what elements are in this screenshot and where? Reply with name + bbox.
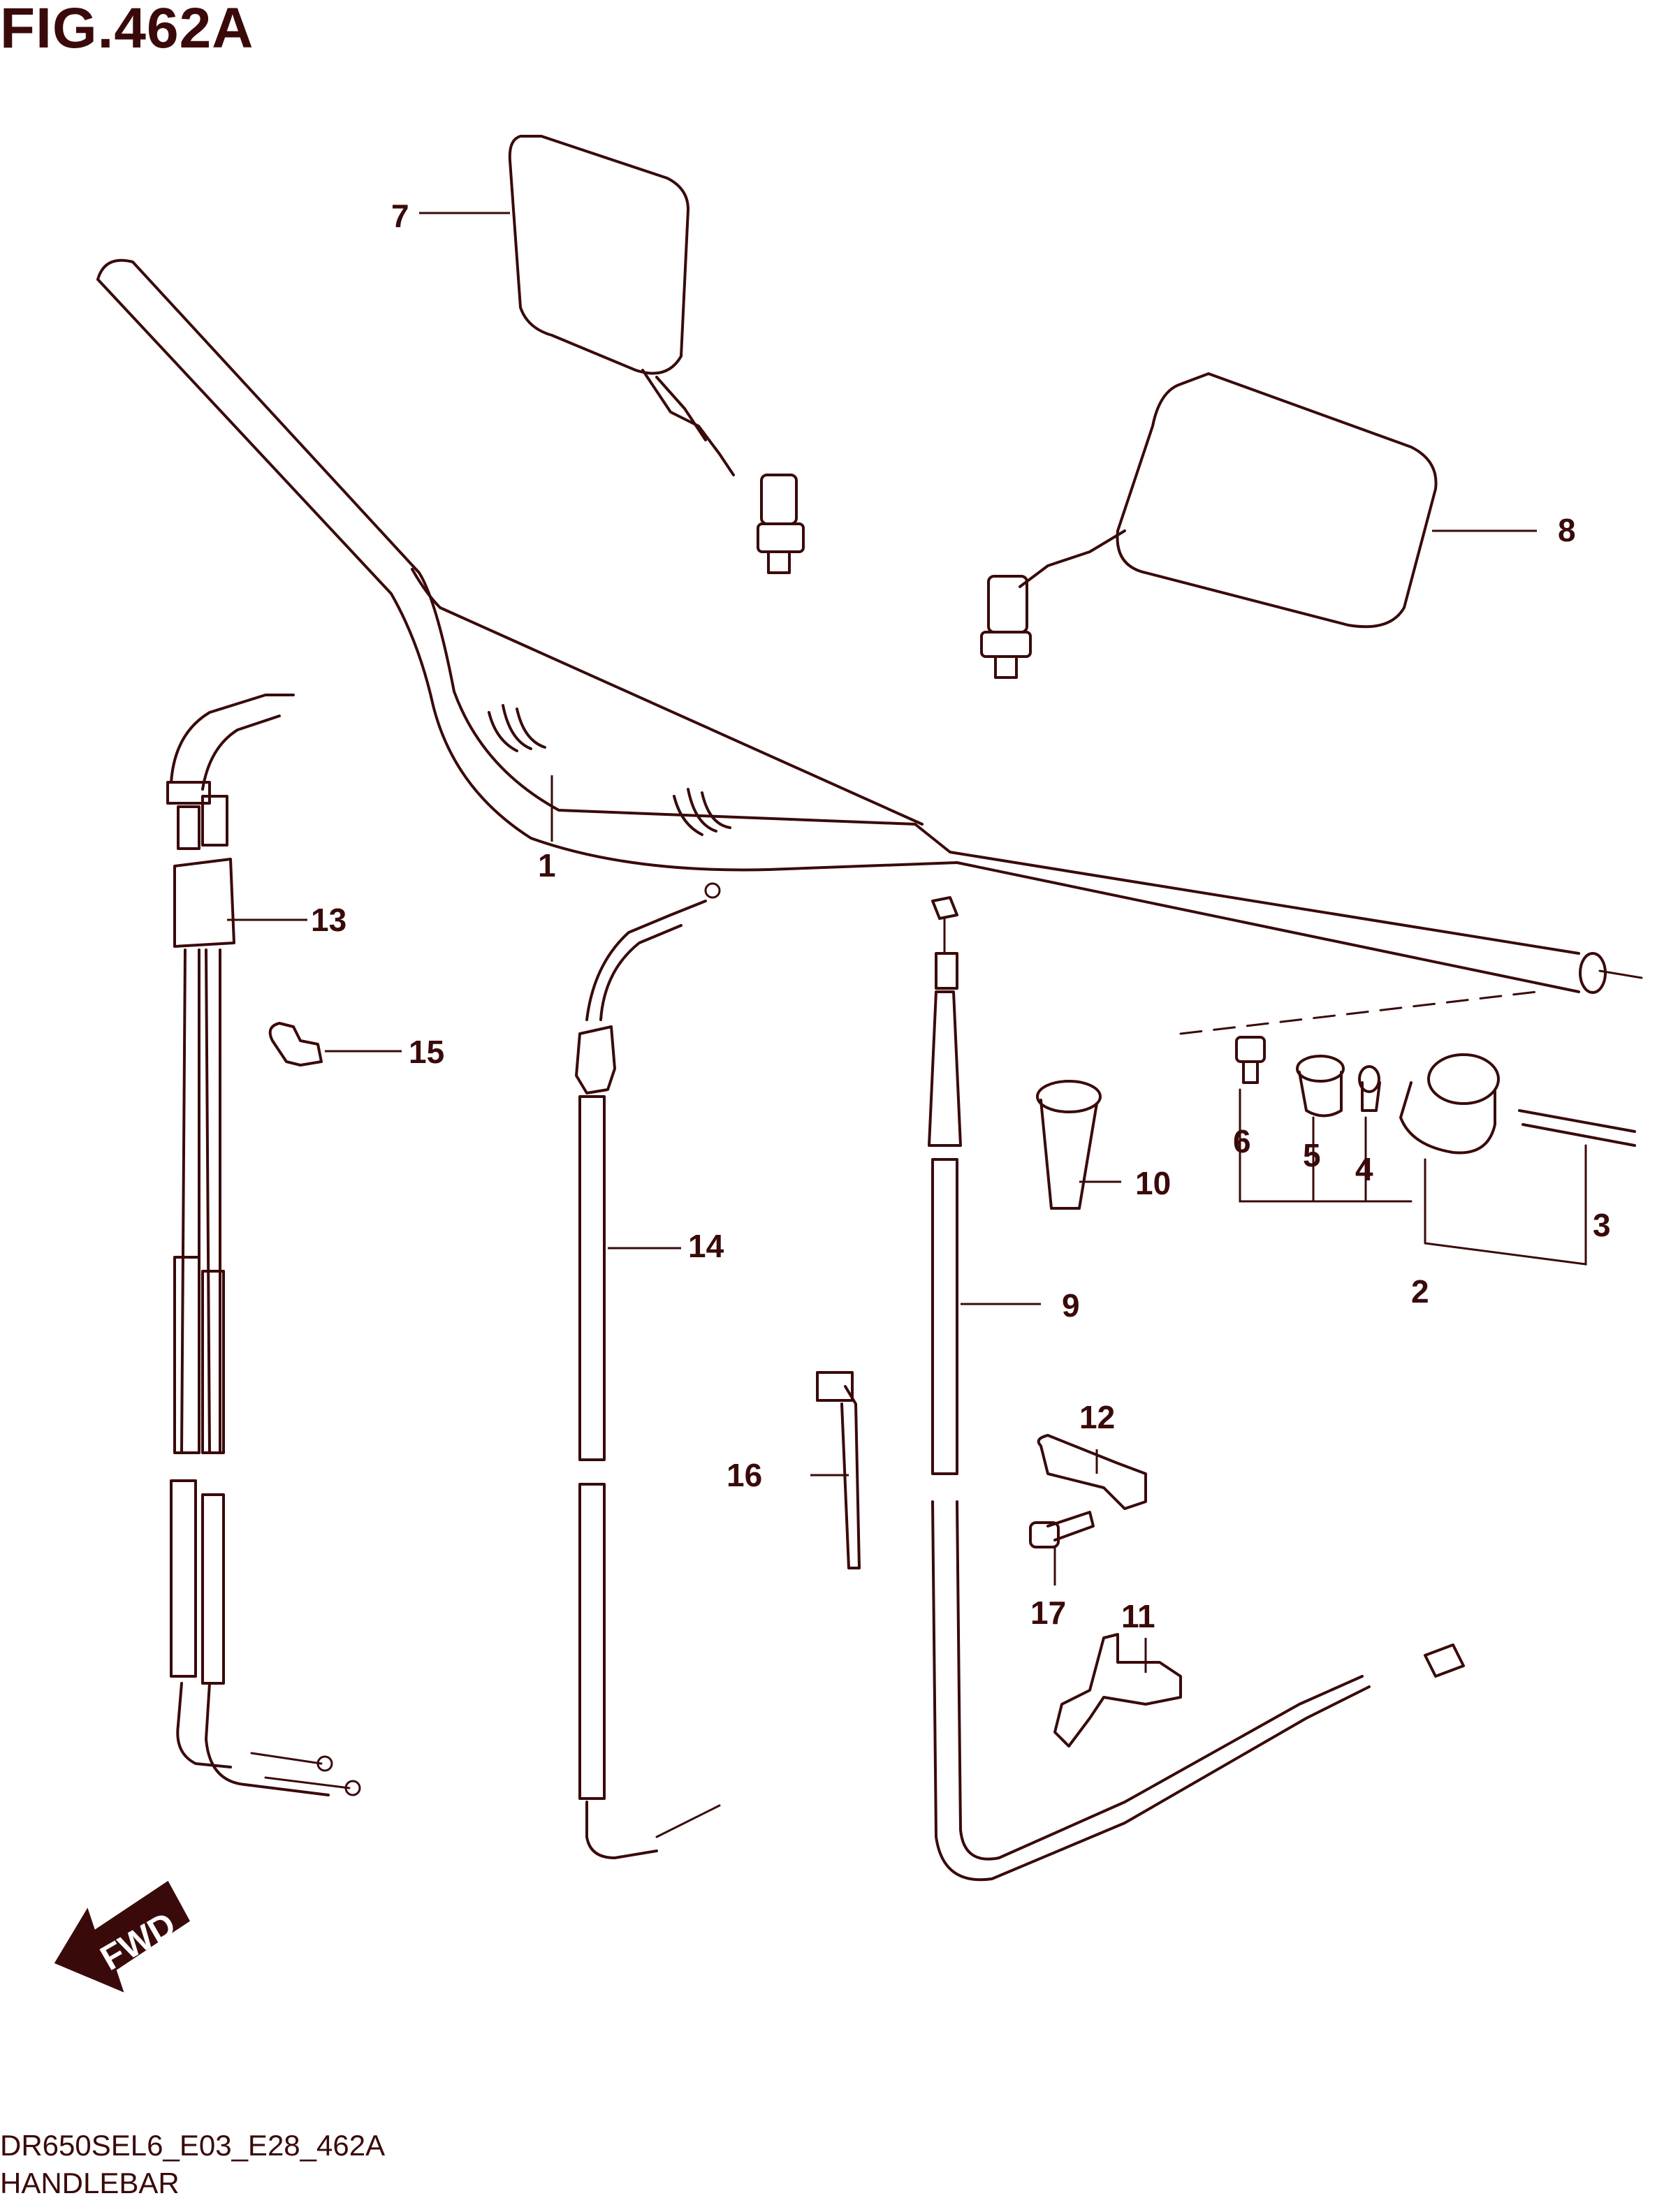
boot-part — [1036, 1080, 1102, 1210]
callout-4: 4 — [1355, 1151, 1373, 1187]
diagram-code: DR650SEL6_E03_E28_462A — [0, 2129, 386, 2162]
callout-1: 1 — [538, 847, 556, 884]
diagram-name: HANDLEBAR — [0, 2167, 180, 2199]
bar-end-weight-part — [1179, 990, 1636, 1266]
callout-13: 13 — [311, 902, 346, 938]
clutch-cable-part — [928, 896, 1465, 1882]
callout-11: 11 — [1121, 1598, 1155, 1634]
bracket-part — [1037, 1434, 1147, 1510]
callout-9: 9 — [1062, 1287, 1080, 1324]
callout-8: 8 — [1558, 512, 1576, 548]
left-mirror-part — [508, 135, 805, 574]
throttle-cable-part — [166, 694, 361, 1796]
fwd-arrow-icon: FWD — [54, 1880, 190, 1993]
choke-cable-part — [575, 882, 721, 1859]
callout-2: 2 — [1411, 1273, 1429, 1310]
callout-10: 10 — [1135, 1165, 1171, 1201]
callout-5: 5 — [1303, 1137, 1321, 1173]
cable-clamp-part — [268, 1022, 323, 1067]
callout-3: 3 — [1593, 1207, 1611, 1243]
callout-12: 12 — [1079, 1399, 1115, 1435]
holder-part — [1053, 1633, 1182, 1748]
figure-title: FIG.462A — [0, 0, 254, 60]
bolt-part — [1029, 1511, 1095, 1548]
callout-17: 17 — [1030, 1595, 1066, 1631]
right-mirror-part — [980, 372, 1438, 679]
callout-7: 7 — [391, 198, 409, 234]
callout-6: 6 — [1233, 1123, 1251, 1159]
cable-tie-part — [816, 1371, 861, 1569]
callout-14: 14 — [688, 1228, 724, 1264]
handlebar-part — [96, 258, 1643, 994]
callout-15: 15 — [409, 1034, 444, 1070]
callout-16: 16 — [727, 1457, 762, 1493]
leader-lines — [227, 212, 1537, 1673]
